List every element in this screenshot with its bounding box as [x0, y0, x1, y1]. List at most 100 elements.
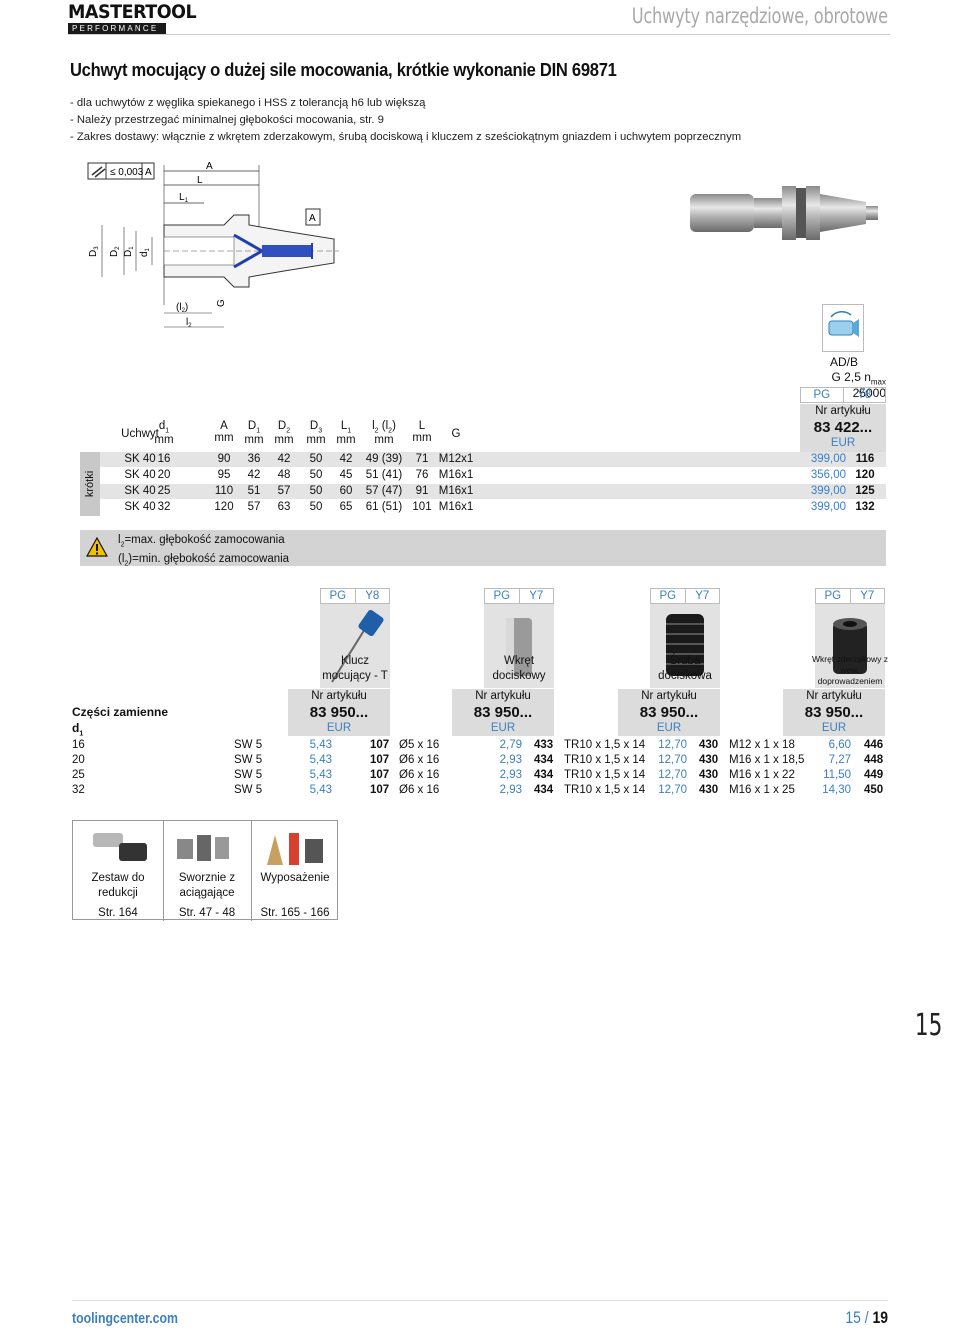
footer-site-link[interactable]: toolingcenter.com [72, 1310, 178, 1327]
cell-a: 95 [217, 469, 231, 481]
dim-label-G: G [216, 299, 227, 307]
pg-code: Y7 [695, 590, 710, 602]
cell-article-suffix: 120 [855, 469, 875, 481]
photo-groove [796, 188, 806, 238]
cell-l1: 42 [339, 453, 353, 465]
tolerance-frame [87, 162, 155, 180]
cell-d3: 50 [309, 453, 323, 465]
page-number: 15 [914, 1008, 942, 1043]
spare-cell-zc: 448 [864, 754, 884, 766]
holder-drawing-svg: ≤ 0,003 A A L L1 A D3 D2 D1 d1 (l2) l2 [87, 161, 339, 329]
logo-subtitle: PERFORMANCE [68, 23, 166, 34]
cell-d1: 51 [247, 485, 261, 497]
pg-code: Y8 [365, 590, 380, 602]
cell-article-suffix: 116 [855, 453, 875, 465]
article-label: Nr artykułu [815, 405, 871, 417]
cell-g: M16x1 [438, 469, 474, 481]
cell-l: 76 [415, 469, 429, 481]
cell-a: 120 [214, 501, 234, 513]
article-number: 83 950... [804, 704, 864, 721]
spare-cell-z: M16 x 1 x 18,5 [729, 754, 805, 766]
cell-d1: 57 [247, 501, 261, 513]
depth-note: l2=max. głębokość zamocowania (l2)=min. … [80, 530, 886, 568]
dim-label-A: A [206, 161, 213, 172]
cell-l2: 49 (39) [365, 453, 403, 465]
article-label: Nr artykułu [311, 690, 367, 702]
cell-l2: 57 (47) [365, 485, 403, 497]
photo-flange [782, 186, 796, 240]
clamp-screw-image [650, 604, 720, 688]
photo-flange [806, 186, 820, 240]
reduction-set-icon [93, 833, 147, 861]
ref-page: Str. 165 - 166 [260, 907, 330, 919]
spare-cell-d1: 32 [72, 784, 85, 796]
spec-adb: AD/B [829, 355, 858, 369]
spare-cell-wc: 433 [534, 739, 554, 751]
spare-cell-kc: 107 [370, 784, 390, 796]
col-header-G: G [451, 428, 461, 440]
spare-cell-sp: 12,70 [658, 784, 687, 796]
pressure-screw-image [484, 604, 554, 688]
ref-accessories[interactable]: Wyposażenie Str. 165 - 166 [251, 821, 339, 921]
currency-label: EUR [326, 722, 352, 734]
article-label: Nr artykułu [806, 690, 862, 702]
spare-cell-zp: 6,60 [828, 739, 851, 751]
pg-label: PG [801, 388, 844, 402]
currency-label: EUR [490, 722, 516, 734]
datum-box [305, 208, 321, 226]
note-text: l2=max. głębokość zamocowania (l2)=min. … [118, 533, 289, 572]
spare-cell-kp: 5,43 [309, 769, 332, 781]
spare-cell-k: SW 5 [234, 754, 263, 766]
cell-a: 110 [214, 485, 234, 497]
col-header-l2: l2 (l2)mm [372, 420, 396, 447]
article-label: Nr artykułu [475, 690, 531, 702]
spare-cell-s: TR10 x 1,5 x 14 [564, 739, 646, 751]
spare-cell-w: Ø6 x 16 [399, 754, 440, 766]
cell-holder: SK 40 [124, 485, 156, 497]
datum-box-label: A [309, 213, 316, 224]
note-line-min: (l2)=min. głębokość zamocowania [118, 553, 290, 568]
cell-price: 356,00 [810, 469, 846, 481]
pg-label: PG [651, 589, 686, 603]
dim-label-L: L [197, 175, 203, 186]
cell-article-suffix: 132 [855, 501, 875, 513]
pg-code: Y8 [857, 389, 872, 401]
variant-label: krótki [80, 452, 100, 516]
cell-d2: 63 [277, 501, 291, 513]
spare-cell-z: M16 x 1 x 25 [729, 784, 795, 796]
spare-pg-key: PG Y8 [320, 588, 390, 604]
spare-cell-kp: 5,43 [309, 754, 332, 766]
spare-cell-kc: 107 [370, 739, 390, 751]
photo-taper [820, 194, 866, 232]
spare-cell-s: TR10 x 1,5 x 14 [564, 784, 646, 796]
spare-cell-w: Ø6 x 16 [399, 784, 440, 796]
cell-l2: 51 (41) [365, 469, 403, 481]
accessories-icon [267, 833, 323, 865]
spare-cell-z: M16 x 1 x 22 [729, 769, 795, 781]
photo-nose [690, 194, 754, 232]
cell-g: M12x1 [438, 453, 474, 465]
spare-cell-s: TR10 x 1,5 x 14 [564, 754, 646, 766]
spare-cell-kc: 107 [370, 769, 390, 781]
spare-cell-wp: 2,93 [499, 784, 522, 796]
cell-d1: 16 [157, 453, 171, 465]
pg-label: PG [816, 589, 851, 603]
article-number: 83 950... [639, 704, 699, 721]
feature-item: - dla uchwytów z węglika spiekanego i HS… [70, 97, 426, 109]
cell-l: 71 [415, 453, 429, 465]
pg-label: PG [321, 589, 356, 603]
dim-label-d1: d1 [139, 247, 151, 257]
spare-cell-s: TR10 x 1,5 x 14 [564, 769, 646, 781]
cell-d2: 57 [277, 485, 291, 497]
feature-item: - Należy przestrzegać minimalnej głęboko… [70, 114, 384, 126]
